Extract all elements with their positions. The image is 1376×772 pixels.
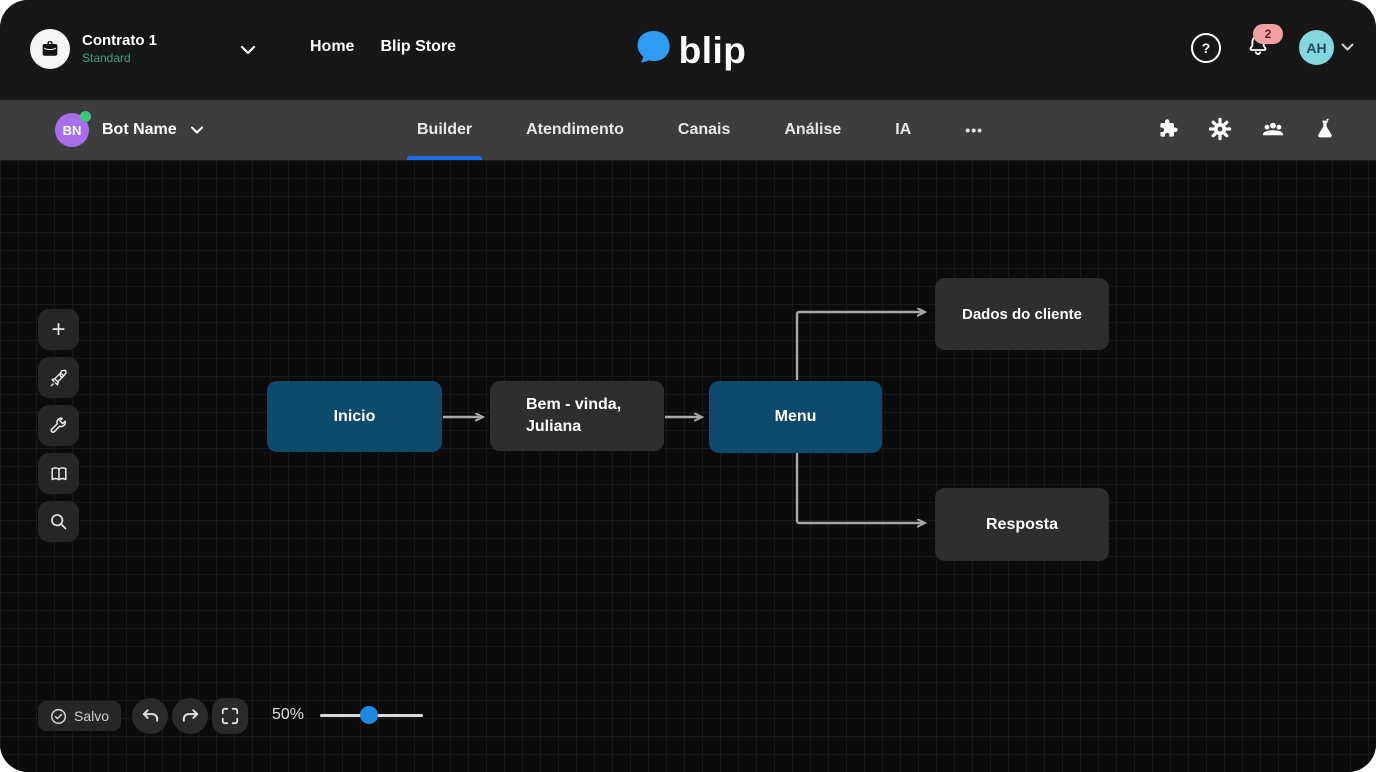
module-tabs: Builder Atendimento Canais Análise IA ••… xyxy=(406,100,989,160)
rocket-button[interactable] xyxy=(38,357,79,398)
save-status-badge: Salvo xyxy=(38,701,122,731)
team-icon[interactable] xyxy=(1260,117,1286,141)
bot-avatar: BN xyxy=(55,111,91,147)
blip-logo: blip xyxy=(630,24,747,77)
search-icon xyxy=(51,514,67,530)
tab-canais[interactable]: Canais xyxy=(677,121,731,138)
plus-icon: + xyxy=(51,315,66,343)
bot-chevron-down-icon xyxy=(190,126,203,133)
top-bar: Contrato 1 Standard Home Blip Store blip… xyxy=(0,0,1376,100)
puzzle-icon[interactable] xyxy=(1156,117,1180,141)
contract-chevron-down-icon[interactable] xyxy=(240,42,256,60)
rocket-icon xyxy=(50,369,67,386)
contract-meta: Contrato 1 Standard xyxy=(82,32,157,65)
flow-node-dados-do-cliente[interactable]: Dados do cliente xyxy=(935,278,1109,350)
more-tabs-icon[interactable]: ••• xyxy=(965,122,984,138)
flask-icon[interactable] xyxy=(1314,117,1336,141)
user-chevron-down-icon xyxy=(1341,43,1354,51)
briefcase-icon xyxy=(30,29,70,69)
blip-logo-text: blip xyxy=(678,29,747,71)
redo-button[interactable] xyxy=(172,698,208,734)
add-block-button[interactable]: + xyxy=(38,309,79,350)
undo-icon xyxy=(142,709,158,722)
bot-toolbar xyxy=(1156,117,1336,141)
user-menu[interactable]: AH xyxy=(1299,30,1354,65)
bot-online-dot xyxy=(80,111,91,122)
redo-icon xyxy=(182,709,198,722)
nav-blip-store[interactable]: Blip Store xyxy=(380,38,457,55)
open-book-icon xyxy=(50,466,67,480)
zoom-slider[interactable] xyxy=(320,699,423,731)
contract-selector[interactable]: Contrato 1 Standard xyxy=(30,29,157,69)
flow-node-menu[interactable]: Menu xyxy=(709,381,882,453)
canvas-toolbar: + xyxy=(38,309,79,542)
avatar: AH xyxy=(1299,30,1334,65)
help-icon[interactable]: ? xyxy=(1191,32,1221,63)
bot-name: Bot Name xyxy=(102,121,177,138)
bot-bar: BN Bot Name Builder Atendimento Canais A… xyxy=(0,100,1376,160)
tab-builder[interactable]: Builder xyxy=(406,100,483,160)
blip-bubble-icon xyxy=(630,24,678,77)
bot-initials: BN xyxy=(62,122,82,138)
flow-connectors xyxy=(443,160,1376,772)
contract-plan-badge: Standard xyxy=(82,50,131,65)
contract-name: Contrato 1 xyxy=(82,32,157,50)
fit-screen-icon xyxy=(221,707,239,725)
nav-home[interactable]: Home xyxy=(310,38,355,55)
tab-atendimento[interactable]: Atendimento xyxy=(526,121,624,138)
fit-screen-button[interactable] xyxy=(212,698,248,734)
undo-button[interactable] xyxy=(132,698,168,734)
wrench-icon xyxy=(50,417,67,433)
flow-node-resposta[interactable]: Resposta xyxy=(935,488,1109,561)
notifications-badge: 2 xyxy=(1253,24,1283,44)
settings-gear-icon[interactable] xyxy=(1208,117,1232,141)
zoom-level-label: 50% xyxy=(272,706,305,723)
builder-canvas[interactable]: + Inicio Bem - vinda, Juliana Menu Dados… xyxy=(0,160,1376,772)
top-nav: Home Blip Store xyxy=(310,38,456,56)
save-status-label: Salvo xyxy=(74,708,110,724)
search-button[interactable] xyxy=(38,501,79,542)
connector-menu-dados xyxy=(795,312,924,380)
check-circle-icon xyxy=(50,708,67,724)
flow-node-inicio[interactable]: Inicio xyxy=(267,381,442,452)
top-right-actions: ? 2 AH xyxy=(1191,24,1354,65)
tools-button[interactable] xyxy=(38,405,79,446)
bot-selector[interactable]: BN Bot Name xyxy=(55,111,204,147)
connector-menu-resposta xyxy=(795,453,924,523)
zoom-slider-thumb[interactable] xyxy=(360,706,378,724)
notifications-button[interactable]: 2 xyxy=(1245,24,1283,63)
docs-button[interactable] xyxy=(38,453,79,494)
tab-analise[interactable]: Análise xyxy=(784,121,842,138)
flow-node-bem-vinda[interactable]: Bem - vinda, Juliana xyxy=(490,381,664,451)
tab-ia[interactable]: IA xyxy=(895,121,912,138)
